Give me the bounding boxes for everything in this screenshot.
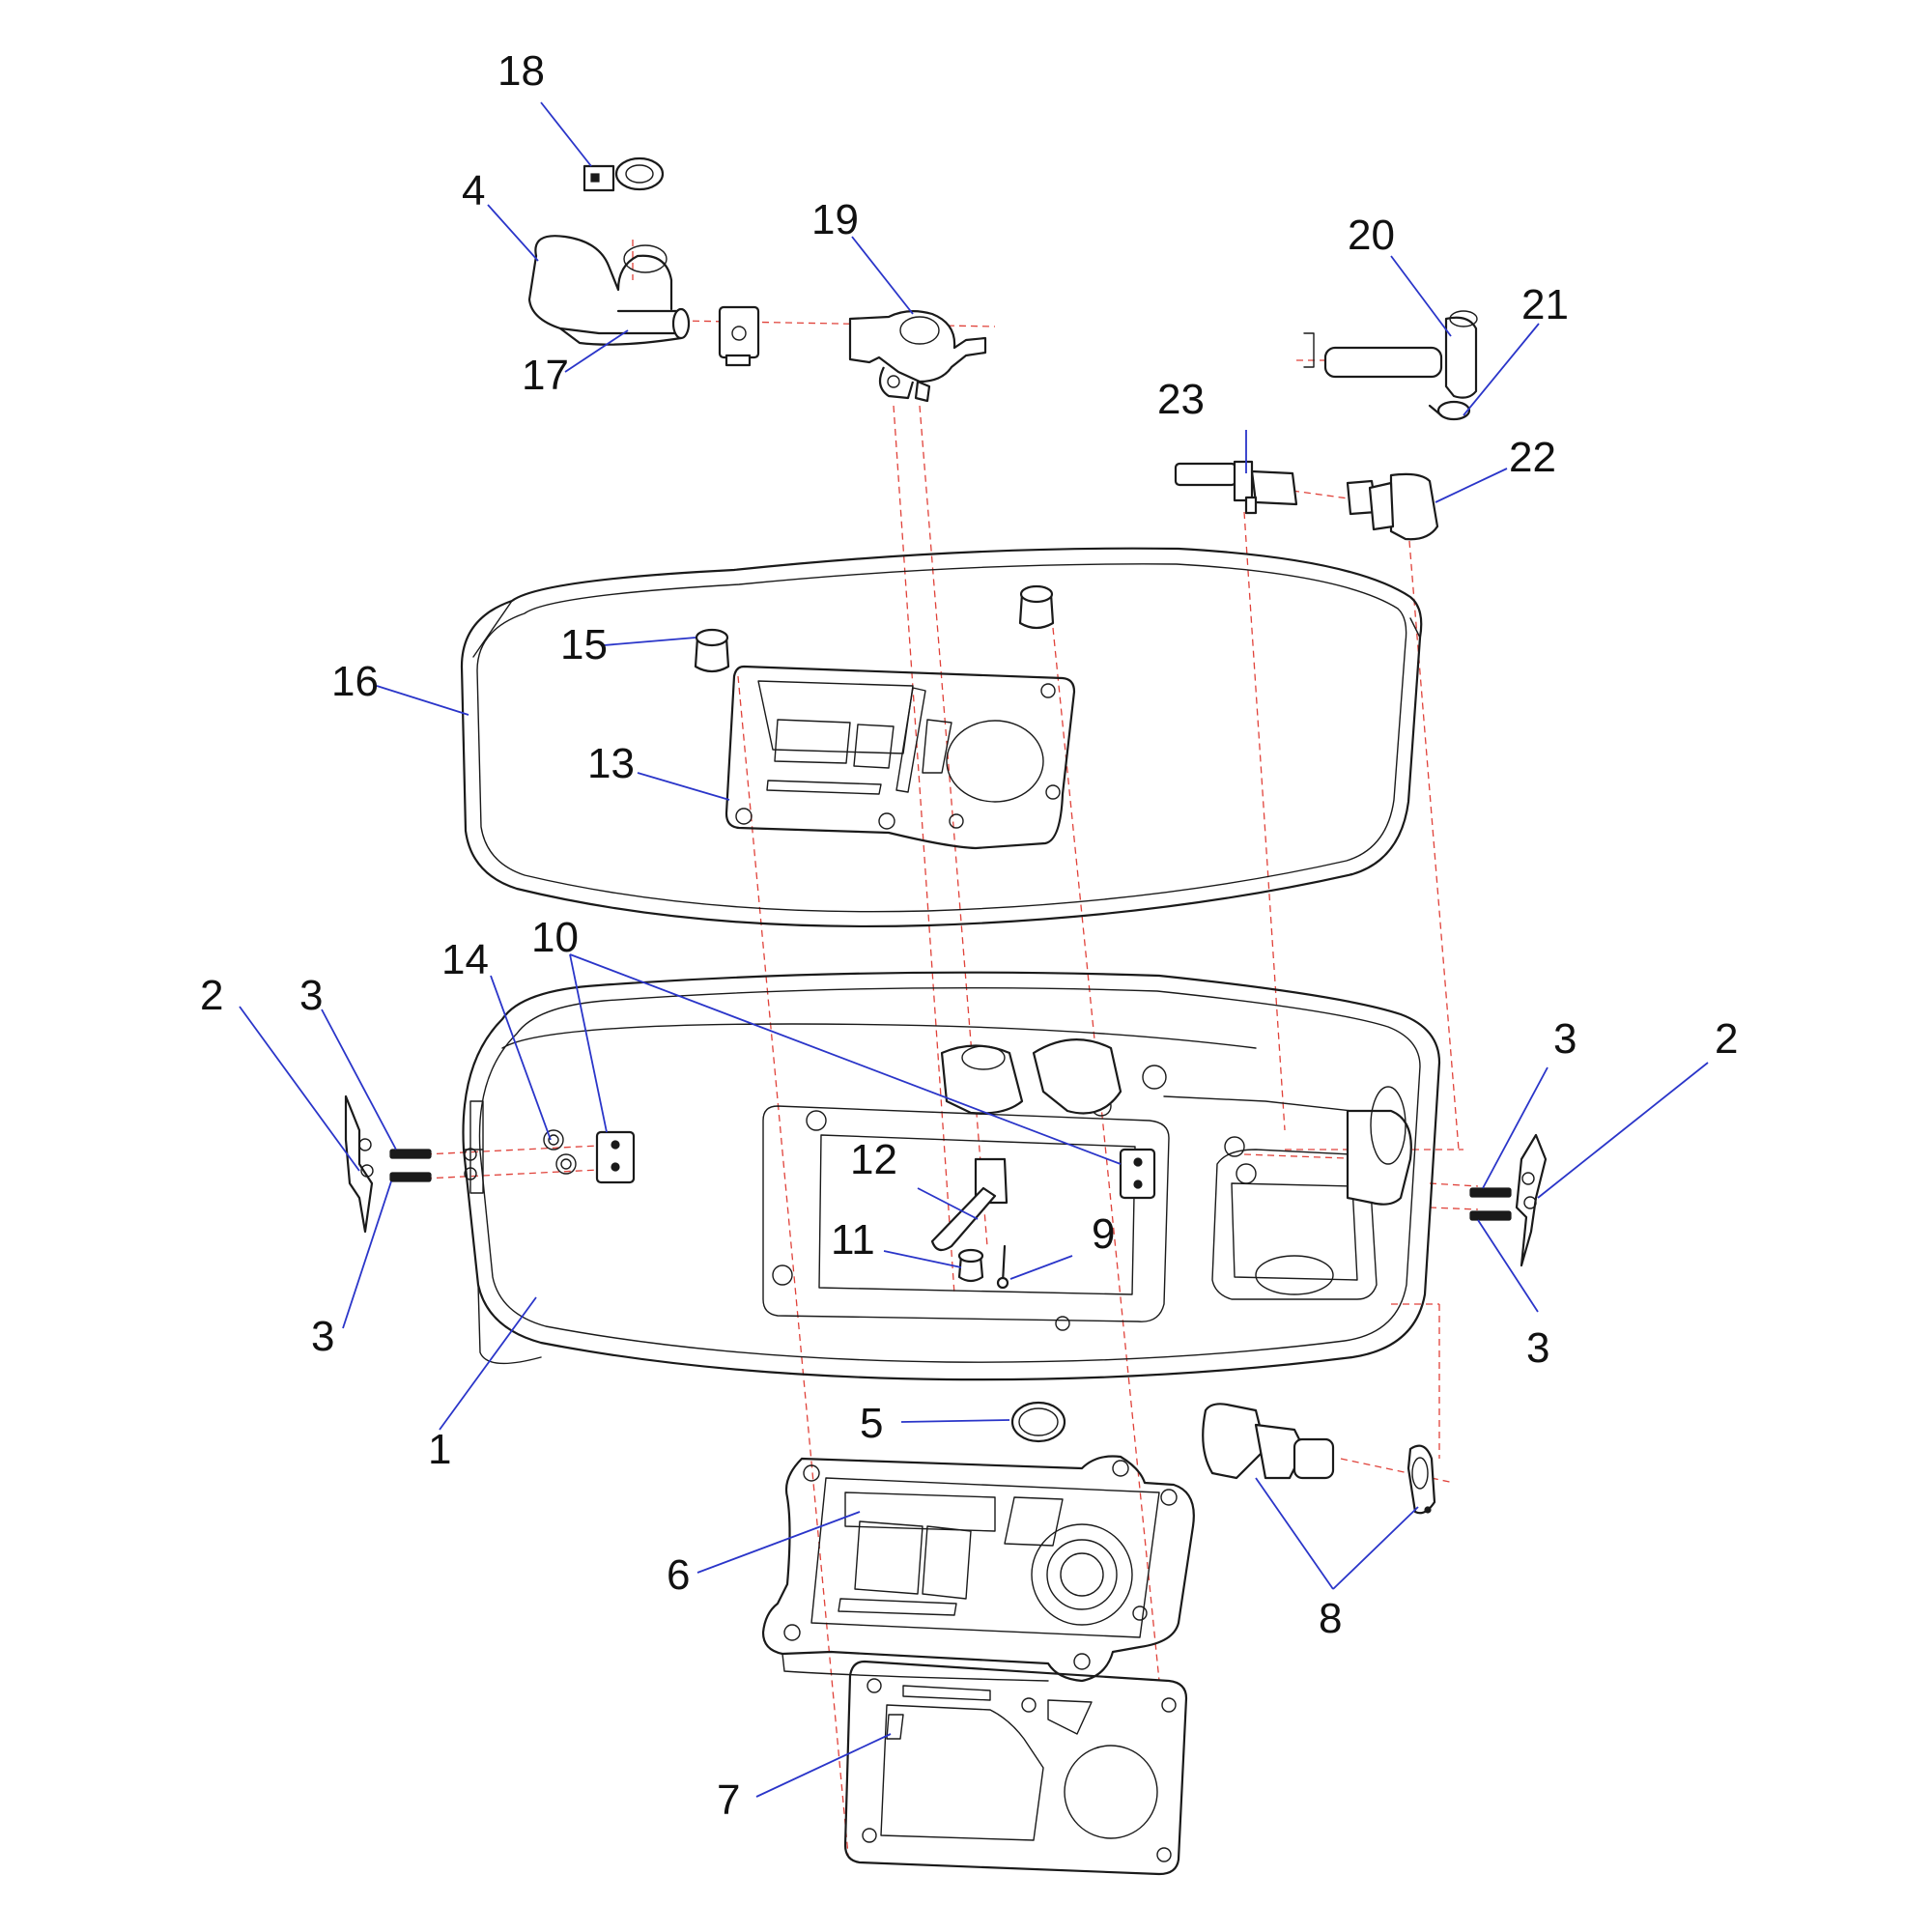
part-18-hose-clamp: [582, 156, 665, 192]
callout-4: 4: [462, 167, 485, 214]
part-22-knob: [1346, 472, 1439, 541]
part-20-handle: [1303, 310, 1478, 399]
callout-2-left: 2: [200, 972, 223, 1019]
callout-10: 10: [531, 914, 579, 961]
callout-5: 5: [860, 1400, 883, 1447]
callout-13: 13: [587, 740, 635, 787]
callout-18: 18: [497, 47, 545, 95]
part-9-screw: [996, 1244, 1009, 1290]
part-14-washers: [548, 1134, 572, 1170]
callout-7: 7: [717, 1776, 740, 1824]
part-4-hose-elbow: [527, 235, 691, 346]
callout-20: 20: [1348, 212, 1395, 259]
callout-3-left-top: 3: [299, 972, 323, 1019]
hose-coupling: [718, 305, 760, 367]
callout-11: 11: [831, 1216, 875, 1264]
callout-16: 16: [331, 658, 379, 705]
part-2-latch-left: [344, 1094, 374, 1234]
part-10-hole-plates: [595, 1130, 1156, 1200]
callout-labels: 1 2 2 3 3 3 3 4 5 6 7 8 9 10 11 12 13 14…: [200, 47, 1738, 1824]
callout-3-right-bottom: 3: [1526, 1324, 1549, 1372]
callout-19: 19: [811, 196, 859, 243]
part-19-valve-body: [848, 310, 987, 403]
callout-8: 8: [1319, 1595, 1342, 1642]
callout-21: 21: [1521, 281, 1569, 328]
part-15-bolts: [694, 584, 1055, 673]
callout-17: 17: [522, 352, 569, 399]
part-16-top-gasket: [460, 547, 1423, 928]
part-3-springs-right: [1469, 1187, 1512, 1221]
callout-15: 15: [560, 621, 608, 668]
callout-1: 1: [428, 1426, 451, 1473]
callout-2-right: 2: [1715, 1015, 1738, 1063]
callout-23: 23: [1157, 376, 1205, 423]
part-5-o-ring: [1010, 1401, 1066, 1443]
callout-12: 12: [850, 1136, 897, 1183]
callout-14: 14: [441, 936, 489, 983]
part-13-gasket-plate: [724, 665, 1076, 850]
part-3-springs-left: [389, 1149, 432, 1182]
callout-9: 9: [1092, 1210, 1115, 1258]
callout-3-right-top: 3: [1553, 1015, 1577, 1063]
part-11-pin: [957, 1248, 984, 1283]
assembly-axes: [424, 240, 1479, 1856]
part-12-lever-bracket: [930, 1038, 1122, 1252]
callout-6: 6: [667, 1551, 690, 1599]
callout-22: 22: [1509, 434, 1556, 481]
part-6-lower-plate: [761, 1455, 1195, 1683]
part-7-bottom-gasket: [843, 1660, 1188, 1876]
leader-lines: [239, 101, 1709, 1798]
part-23-shaft: [1174, 460, 1298, 515]
part-8-nut: [1406, 1444, 1436, 1515]
callout-3-left-bottom: 3: [311, 1313, 334, 1360]
part-21-clip: [1428, 400, 1471, 421]
part-2-latch-right: [1515, 1133, 1548, 1267]
part-8-drive-shaft: [1202, 1403, 1335, 1480]
